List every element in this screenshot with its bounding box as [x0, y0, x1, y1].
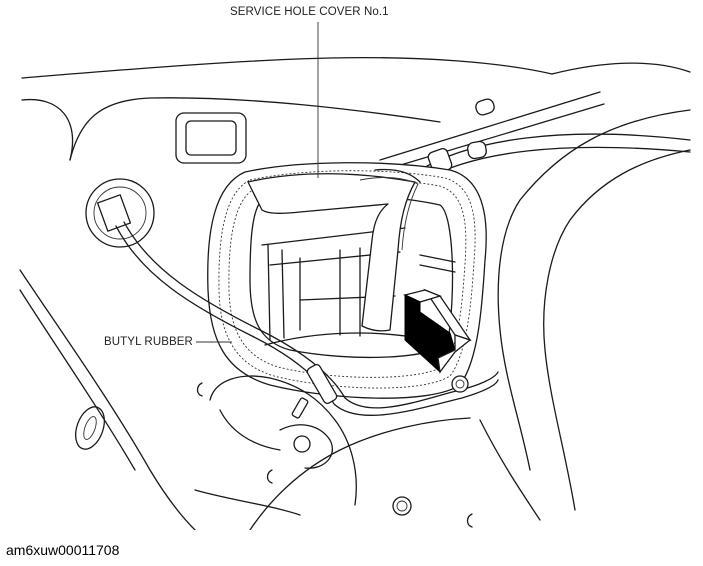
wire-clip-2 — [291, 397, 309, 419]
hook-small-1 — [196, 382, 203, 397]
rod-upper-b — [383, 103, 605, 171]
hook-small-3 — [466, 513, 473, 528]
wire-clip — [306, 363, 338, 405]
body-line-left-2 — [19, 289, 136, 471]
butyl-rubber-bead-outer — [218, 170, 476, 389]
service-hole-cover — [247, 173, 416, 332]
oval-slot-outer — [75, 406, 105, 450]
body-line-left-1 — [19, 269, 196, 530]
rod-lower-b — [423, 146, 691, 181]
oval-slot-inner — [83, 416, 97, 440]
hook-small-2 — [266, 469, 273, 484]
butyl-rubber-bead-inner — [228, 179, 467, 378]
door-lower-curve — [249, 417, 471, 530]
lower-panel-outline — [209, 375, 357, 506]
panel-bar — [419, 254, 456, 273]
door-inner-frame-left — [69, 97, 441, 161]
lower-panel-curve — [219, 409, 281, 451]
lower-bracket — [279, 424, 333, 469]
grommet-inner — [93, 186, 147, 240]
panel-side-rail — [267, 244, 285, 341]
cover-flap — [374, 168, 421, 183]
rod-upper — [379, 91, 601, 161]
screw-hole-1 — [293, 435, 311, 453]
door-upper-frame — [21, 56, 553, 79]
door-right-pillar-inner — [543, 149, 691, 511]
rod-sleeve-1 — [475, 98, 495, 116]
label-butyl-rubber: BUTYL RUBBER — [104, 336, 193, 348]
label-service-hole-cover: SERVICE HOLE COVER No.1 — [230, 6, 389, 18]
door-right-edge — [551, 62, 691, 75]
body-line-right-low — [479, 419, 541, 521]
square-hole-inner — [185, 120, 237, 156]
cover-fold — [359, 177, 419, 251]
screw-hole-3-inner — [455, 379, 465, 389]
rod-sleeve-2 — [467, 140, 487, 160]
body-line-bottom — [194, 489, 301, 516]
screw-hole-2 — [392, 496, 412, 516]
removal-arrow — [403, 288, 472, 374]
screw-hole-3 — [451, 375, 469, 393]
connector — [96, 194, 132, 232]
screw-hole-2-inner — [396, 500, 408, 512]
door-right-pillar — [497, 109, 691, 471]
door-panel-illustration — [19, 22, 691, 530]
door-inner-frame-outer — [21, 98, 74, 161]
arrow-head-side — [437, 334, 472, 374]
figure-code: am6xuw00011708 — [6, 542, 120, 558]
